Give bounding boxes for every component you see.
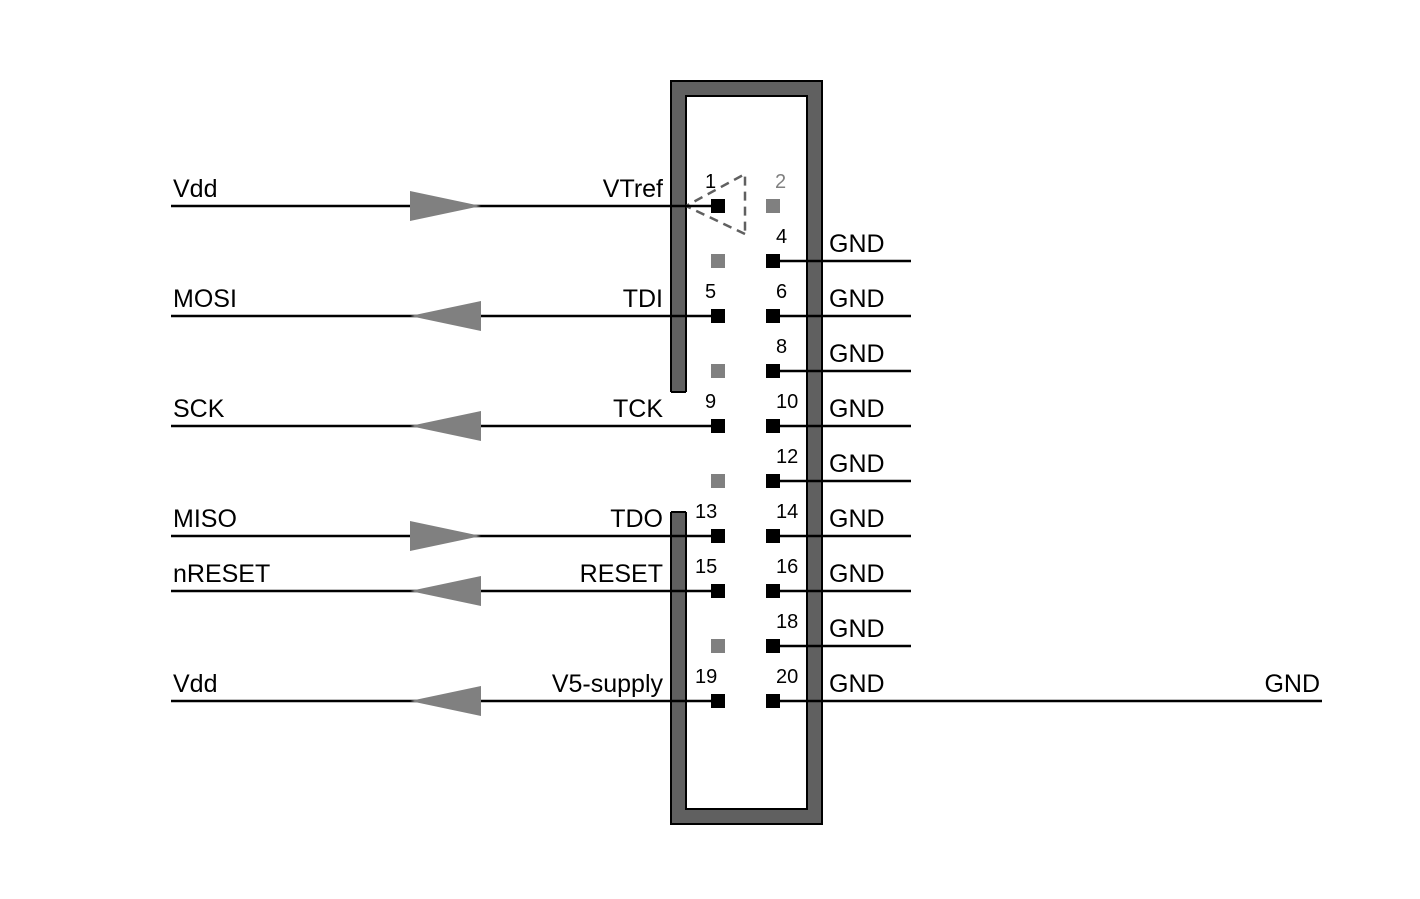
ground-net-label: GND (1264, 670, 1320, 698)
connector-body (685, 95, 808, 810)
pin-number: 6 (776, 281, 787, 303)
pin-pad (766, 419, 780, 433)
net-label: Vdd (173, 175, 217, 203)
arrow-left-icon (410, 686, 481, 716)
pin-pad (766, 254, 780, 268)
pin-number: 13 (695, 501, 717, 523)
pin-number: 10 (776, 391, 798, 413)
unconnected-pin-pad (711, 474, 725, 488)
net-label: SCK (173, 395, 225, 423)
unconnected-pin-pad (711, 254, 725, 268)
pin-number: 15 (695, 556, 717, 578)
gnd-label: GND (829, 340, 885, 368)
pin-pad (711, 694, 725, 708)
pin-pad (711, 529, 725, 543)
gnd-label: GND (829, 670, 885, 698)
pin-pad (766, 584, 780, 598)
net-label: Vdd (173, 670, 217, 698)
pin-function-label: TCK (613, 395, 663, 423)
gnd-label: GND (829, 560, 885, 588)
pin-pad (766, 529, 780, 543)
pin-number: 12 (776, 446, 798, 468)
gnd-label: GND (829, 285, 885, 313)
pin-function-label: TDI (623, 285, 663, 313)
unconnected-pad-layer: 2 (711, 171, 786, 653)
pin-number: 5 (705, 281, 716, 303)
gnd-label: GND (829, 230, 885, 258)
pin-function-label: VTref (603, 175, 663, 203)
gnd-label: GND (829, 395, 885, 423)
arrow-left-icon (410, 576, 481, 606)
arrow-left-icon (410, 301, 481, 331)
unconnected-pin-pad (711, 364, 725, 378)
pin-pad (766, 364, 780, 378)
connector-key-notch (670, 392, 688, 512)
pin-pad (766, 694, 780, 708)
pin-number: 19 (695, 666, 717, 688)
pin-number: 20 (776, 666, 798, 688)
arrow-left-icon (410, 411, 481, 441)
pin1-marker (683, 171, 747, 236)
pin2-pad (766, 199, 780, 213)
pin-number: 4 (776, 226, 787, 248)
net-label: nRESET (173, 560, 270, 588)
pin-number: 9 (705, 391, 716, 413)
arrow-right-icon (410, 521, 481, 551)
pin-pad (711, 419, 725, 433)
pin-pad (766, 309, 780, 323)
gnd-label: GND (829, 615, 885, 643)
pin2-number: 2 (775, 171, 786, 193)
gnd-label: GND (829, 505, 885, 533)
net-label: MISO (173, 505, 237, 533)
pin-number: 14 (776, 501, 798, 523)
net-label: MOSI (173, 285, 237, 313)
pin-pad (711, 309, 725, 323)
pin-pad (766, 474, 780, 488)
arrow-right-icon (410, 191, 481, 221)
pin-pad (766, 639, 780, 653)
pin-function-label: TDO (610, 505, 663, 533)
gnd-label: GND (829, 450, 885, 478)
pin-number: 18 (776, 611, 798, 633)
pin-pad (711, 584, 725, 598)
pin-number: 8 (776, 336, 787, 358)
pin-function-label: RESET (580, 560, 663, 588)
pin-function-label: V5-supply (552, 670, 664, 698)
pin-number: 1 (705, 171, 716, 193)
pin-pad (711, 199, 725, 213)
unconnected-pin-pad (711, 639, 725, 653)
pin-number: 16 (776, 556, 798, 578)
